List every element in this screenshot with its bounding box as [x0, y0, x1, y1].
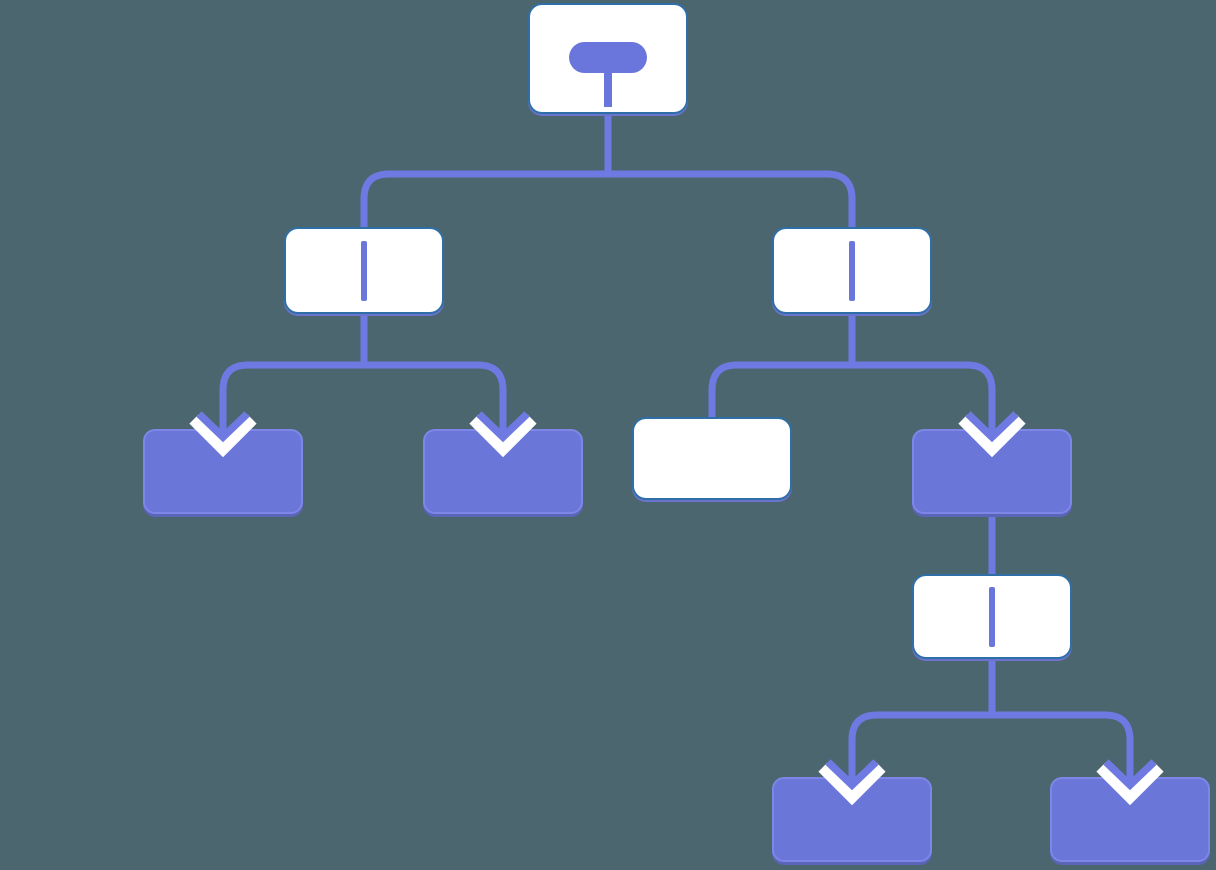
connector-root-to-branch-left [360, 114, 612, 229]
root-pill-shape [569, 42, 647, 73]
node-leaf-left-2[interactable] [423, 429, 583, 514]
pass-through-line-icon [361, 240, 367, 301]
node-leaf-bottom-1[interactable] [772, 777, 932, 862]
node-branch-right[interactable] [772, 227, 932, 314]
connector-branch-left-to-leaf-left-1 [219, 314, 368, 434]
root-node-icon [569, 42, 647, 107]
connector-branch-right-to-leaf-right-2 [852, 361, 996, 434]
connector-pass-right-to-leaf-bottom-2 [992, 711, 1134, 781]
node-leaf-left-1[interactable] [143, 429, 303, 514]
node-branch-left[interactable] [284, 227, 444, 314]
pass-through-line-icon [989, 586, 995, 647]
node-child-right-1[interactable] [632, 417, 792, 500]
connector-branch-right-to-child-right-1 [708, 314, 856, 419]
connector-branch-left-to-leaf-left-2 [364, 361, 507, 434]
node-leaf-bottom-2[interactable] [1050, 777, 1210, 862]
node-root[interactable] [528, 3, 688, 114]
connector-pass-right-to-leaf-bottom-1 [848, 659, 996, 781]
node-leaf-right-2[interactable] [912, 429, 1072, 514]
root-stem-shape [604, 73, 612, 107]
connector-root-to-branch-right [608, 170, 856, 229]
node-pass-right[interactable] [912, 574, 1072, 659]
pass-through-line-icon [849, 240, 855, 301]
